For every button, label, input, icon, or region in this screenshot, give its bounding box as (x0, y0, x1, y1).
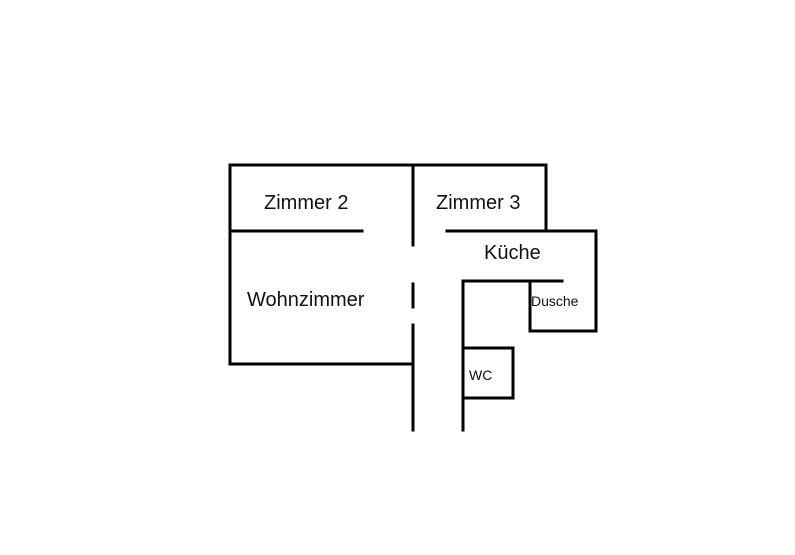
label-dusche: Dusche (531, 293, 579, 309)
room-labels: Zimmer 2 Zimmer 3 Küche Wohnzimmer Dusch… (247, 192, 579, 383)
label-wohnzimmer: Wohnzimmer (247, 289, 365, 311)
label-wc: WC (469, 367, 492, 383)
label-kueche: Küche (484, 242, 541, 264)
label-zimmer-3: Zimmer 3 (436, 192, 520, 214)
walls (228, 163, 598, 432)
label-zimmer-2: Zimmer 2 (264, 192, 348, 214)
